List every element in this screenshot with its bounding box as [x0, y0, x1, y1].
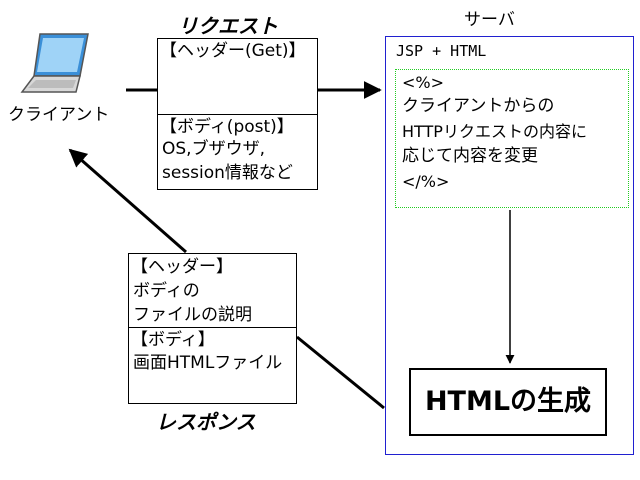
code-line3: 応じて内容を変更: [402, 146, 538, 166]
response-body-line1: 画面HTMLファイル: [133, 353, 283, 373]
response-box: 【ヘッダー】 ボディの ファイルの説明 【ボディ】 画面HTMLファイル: [128, 253, 297, 404]
code-line1: クライアントからの: [402, 96, 555, 116]
request-divider: [158, 114, 317, 115]
response-arrow: [68, 148, 187, 254]
request-body-title: 【ボディ(post)】: [160, 117, 294, 137]
response-line-right: [296, 335, 385, 410]
response-title: レスポンス: [156, 410, 256, 434]
response-body-title: 【ボディ】: [131, 330, 215, 350]
laptop-icon: [20, 33, 89, 93]
code-close: </%>: [402, 172, 450, 191]
server-title: サーバ: [464, 10, 515, 30]
generate-box: HTMLの生成: [409, 368, 607, 436]
response-header-line2: ファイルの説明: [133, 305, 252, 325]
generate-label: HTMLの生成: [424, 386, 592, 417]
request-title: リクエスト: [178, 14, 278, 38]
code-line2: HTTPリクエストの内容に: [402, 122, 587, 141]
response-header-title: 【ヘッダー】: [131, 257, 233, 277]
server-tech: JSP + HTML: [396, 42, 487, 60]
response-header-line1: ボディの: [133, 281, 200, 301]
code-open: <%>: [402, 73, 445, 92]
server-box: JSP + HTML <%> クライアントからの HTTPリクエストの内容に 応…: [385, 36, 634, 455]
code-block: <%> クライアントからの HTTPリクエストの内容に 応じて内容を変更 </%…: [395, 69, 629, 208]
request-body-line2: session情報など: [162, 163, 293, 183]
request-body-line1: OS,ブザウザ,: [162, 139, 265, 159]
client-label: クライアント: [8, 105, 110, 125]
response-divider: [129, 327, 296, 328]
request-box: 【ヘッダー(Get)】 【ボディ(post)】 OS,ブザウザ, session…: [157, 38, 318, 190]
request-header: 【ヘッダー(Get)】: [160, 41, 306, 61]
